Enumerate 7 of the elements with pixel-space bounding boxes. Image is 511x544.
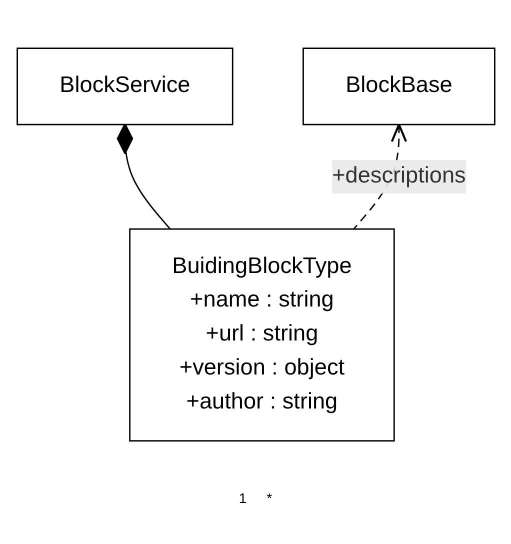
multiplicity-label: 1 (238, 490, 247, 506)
edge-label: +descriptions (332, 164, 466, 189)
node-box: BlockBase (302, 48, 495, 126)
multiplicity-label: * (266, 490, 272, 506)
node-box: BlockService (16, 48, 233, 126)
node-box: BuidingBlockType +name : string +url : string +version : object +author : string (128, 228, 394, 442)
connector (116, 124, 170, 230)
